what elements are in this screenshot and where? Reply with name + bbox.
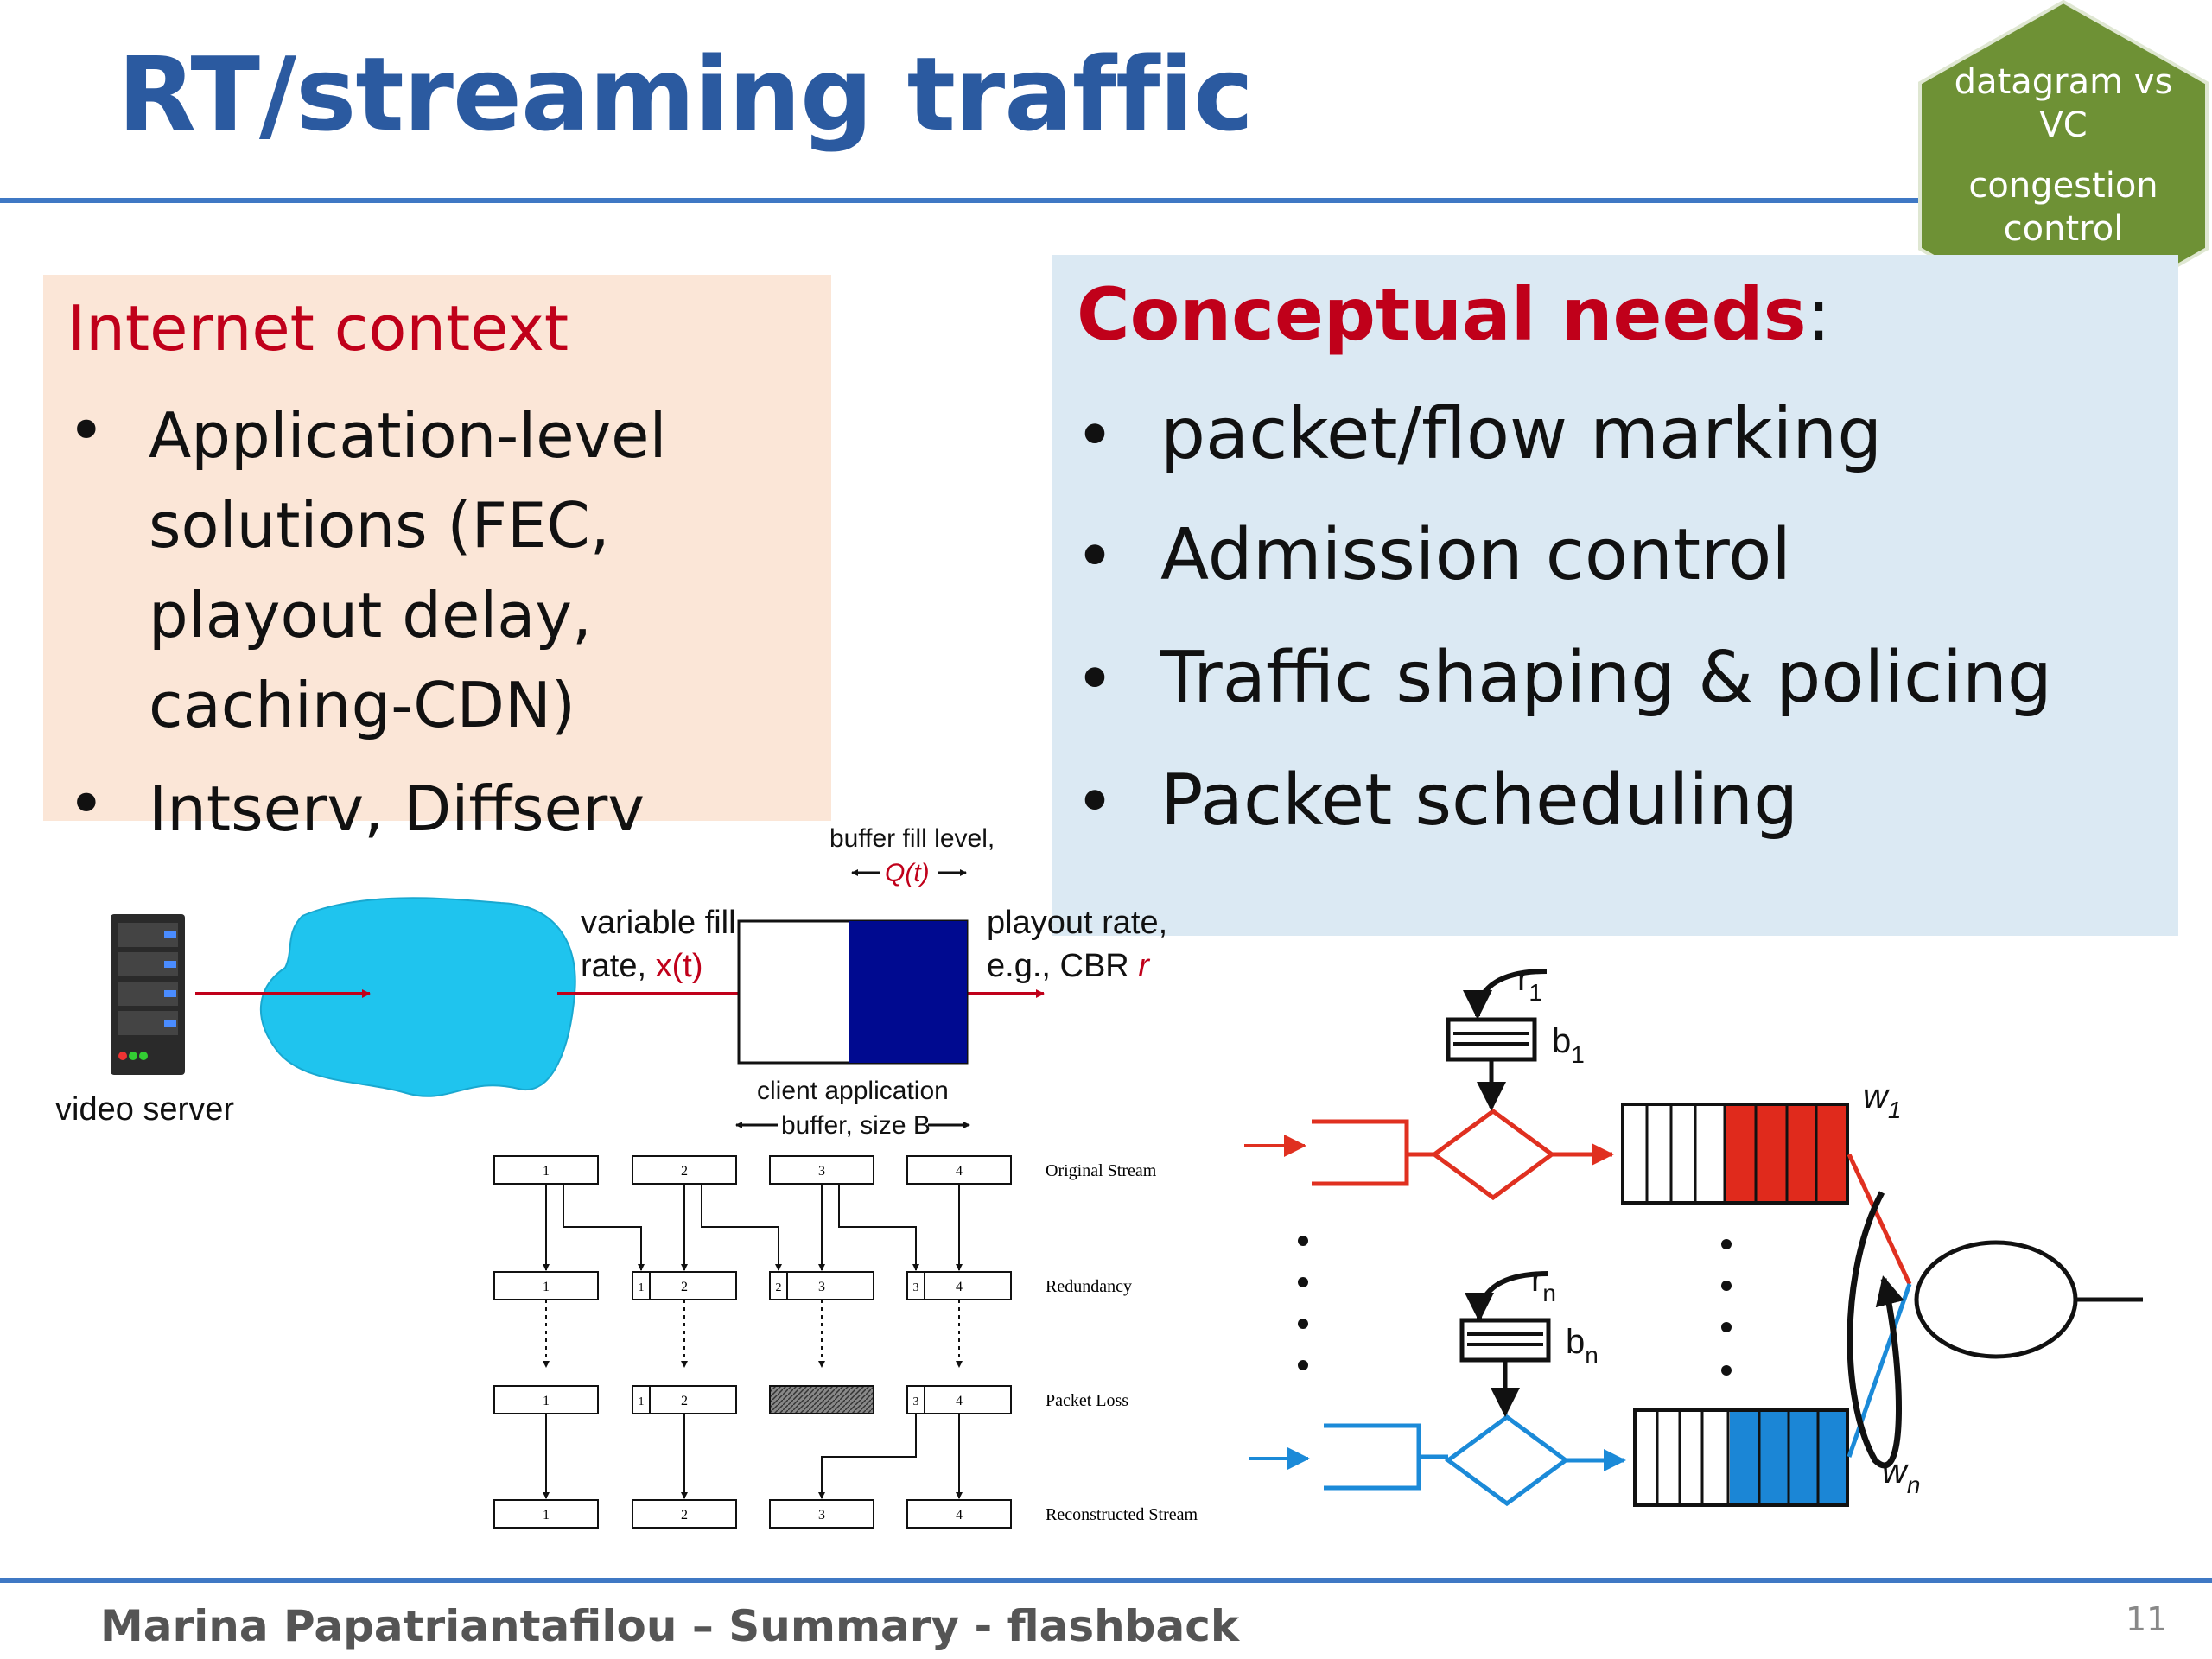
token-bucket-1 <box>1446 1017 1537 1062</box>
playout-label-2: e.g., CBR r <box>987 948 1150 984</box>
svg-text:2: 2 <box>681 1508 688 1522</box>
policer-diamond <box>1444 1414 1570 1507</box>
svg-text:4: 4 <box>956 1508 963 1522</box>
weight-w1: w1 <box>1863 1077 1901 1123</box>
bullet-text: Packet scheduling <box>1160 760 1799 842</box>
server-icon <box>111 914 185 1075</box>
network-cloud <box>259 897 576 1097</box>
row-label: Packet Loss <box>1046 1391 1128 1410</box>
bullet-dot: • <box>67 767 105 842</box>
rate-r1: r1 <box>1517 960 1542 1006</box>
svg-text:3: 3 <box>818 1280 825 1294</box>
svg-text:1: 1 <box>543 1508 550 1522</box>
badge-line-4: control <box>2003 209 2124 249</box>
internet-context-panel <box>43 275 831 821</box>
row-label: Reconstructed Stream <box>1046 1505 1198 1524</box>
fill-rate-label-2: rate, x(t) <box>581 948 702 984</box>
server-label: video server <box>55 1091 234 1128</box>
bullet-text: Application-level <box>149 399 667 472</box>
packet-box <box>632 1155 737 1185</box>
bullet-dot: • <box>67 394 105 468</box>
q-of-t: Q(t) <box>885 859 930 887</box>
svg-text:4: 4 <box>956 1280 963 1294</box>
footer-divider <box>0 1578 2212 1583</box>
bullet-text: packet/flow marking <box>1160 393 1883 475</box>
svg-text:3: 3 <box>913 1395 919 1408</box>
conceptual-needs-heading: Conceptual needs: <box>1077 272 1831 357</box>
svg-text:1: 1 <box>543 1394 550 1408</box>
bullet-text: Admission control <box>1160 514 1792 596</box>
bullet-text: caching-CDN) <box>149 669 575 741</box>
bullet-text: playout delay, <box>149 579 592 652</box>
buffer-fill <box>849 921 967 1063</box>
svg-text:2: 2 <box>681 1394 688 1408</box>
round-robin-arrow <box>1847 1191 1904 1469</box>
packet-number: 2 <box>681 1164 688 1179</box>
packet-number: 4 <box>956 1164 963 1179</box>
policer-diamond <box>1430 1108 1556 1201</box>
packet-box <box>493 1155 599 1185</box>
packet-box <box>906 1155 1012 1185</box>
svg-text:1: 1 <box>639 1281 645 1294</box>
svg-text:4: 4 <box>956 1394 963 1408</box>
fec-diagram: 1 2 3 4 1 1 2 2 3 3 4 1 1 2 3 4 1 <box>493 1155 1198 1529</box>
fill-rate-label: variable fill <box>581 905 736 941</box>
bullet-dot: • <box>1075 641 1116 719</box>
svg-text:3: 3 <box>913 1281 919 1294</box>
lost-packet <box>769 1385 874 1414</box>
bucket-b1: b1 <box>1552 1022 1585 1068</box>
footer-author: Marina Papatriantafilou – Summary - flas… <box>100 1601 1240 1651</box>
client-buffer-size: buffer, size B <box>781 1111 931 1140</box>
bullet-dot: • <box>1075 518 1116 596</box>
page-number: 11 <box>2126 1600 2168 1638</box>
internet-context-heading: Internet context <box>67 292 569 365</box>
playout-label: playout rate, <box>987 905 1167 941</box>
packet-number: 1 <box>543 1164 550 1179</box>
svg-text:2: 2 <box>776 1281 782 1294</box>
scheduler-diagram: r1 b1 w1 rn bn wn <box>1244 960 2143 1507</box>
bucket-bn: bn <box>1566 1323 1599 1369</box>
bullet-text: Traffic shaping & policing <box>1160 637 2052 719</box>
svg-text:2: 2 <box>681 1280 688 1294</box>
token-bucket-n <box>1459 1318 1551 1363</box>
badge-line-2: VC <box>2039 105 2088 145</box>
badge-line-1: datagram vs <box>1954 62 2173 102</box>
slide-title: RT/streaming traffic <box>118 35 1254 154</box>
badge-line-3: congestion <box>1968 166 2158 206</box>
bullet-dot: • <box>1075 764 1116 842</box>
rate-rn: rn <box>1531 1261 1556 1306</box>
row-label: Original Stream <box>1046 1161 1157 1180</box>
packet-number: 3 <box>818 1164 825 1179</box>
weight-wn: wn <box>1882 1452 1920 1498</box>
client-buffer-label: client application <box>757 1077 949 1105</box>
title-divider <box>0 198 1923 203</box>
row-label: Redundancy <box>1046 1277 1132 1296</box>
bullet-text: Intserv, Diffserv <box>149 772 645 845</box>
topic-badge: datagram vs VC congestion control <box>1916 0 2210 333</box>
bullet-dot: • <box>1075 397 1116 475</box>
link-server <box>1914 1240 2078 1359</box>
svg-text:1: 1 <box>543 1280 550 1294</box>
conceptual-needs-panel <box>1052 255 2178 936</box>
buffer-level-label: buffer fill level, <box>830 824 995 853</box>
bullet-text: solutions (FEC, <box>149 489 610 562</box>
svg-text:1: 1 <box>639 1395 645 1408</box>
svg-text:3: 3 <box>818 1508 825 1522</box>
